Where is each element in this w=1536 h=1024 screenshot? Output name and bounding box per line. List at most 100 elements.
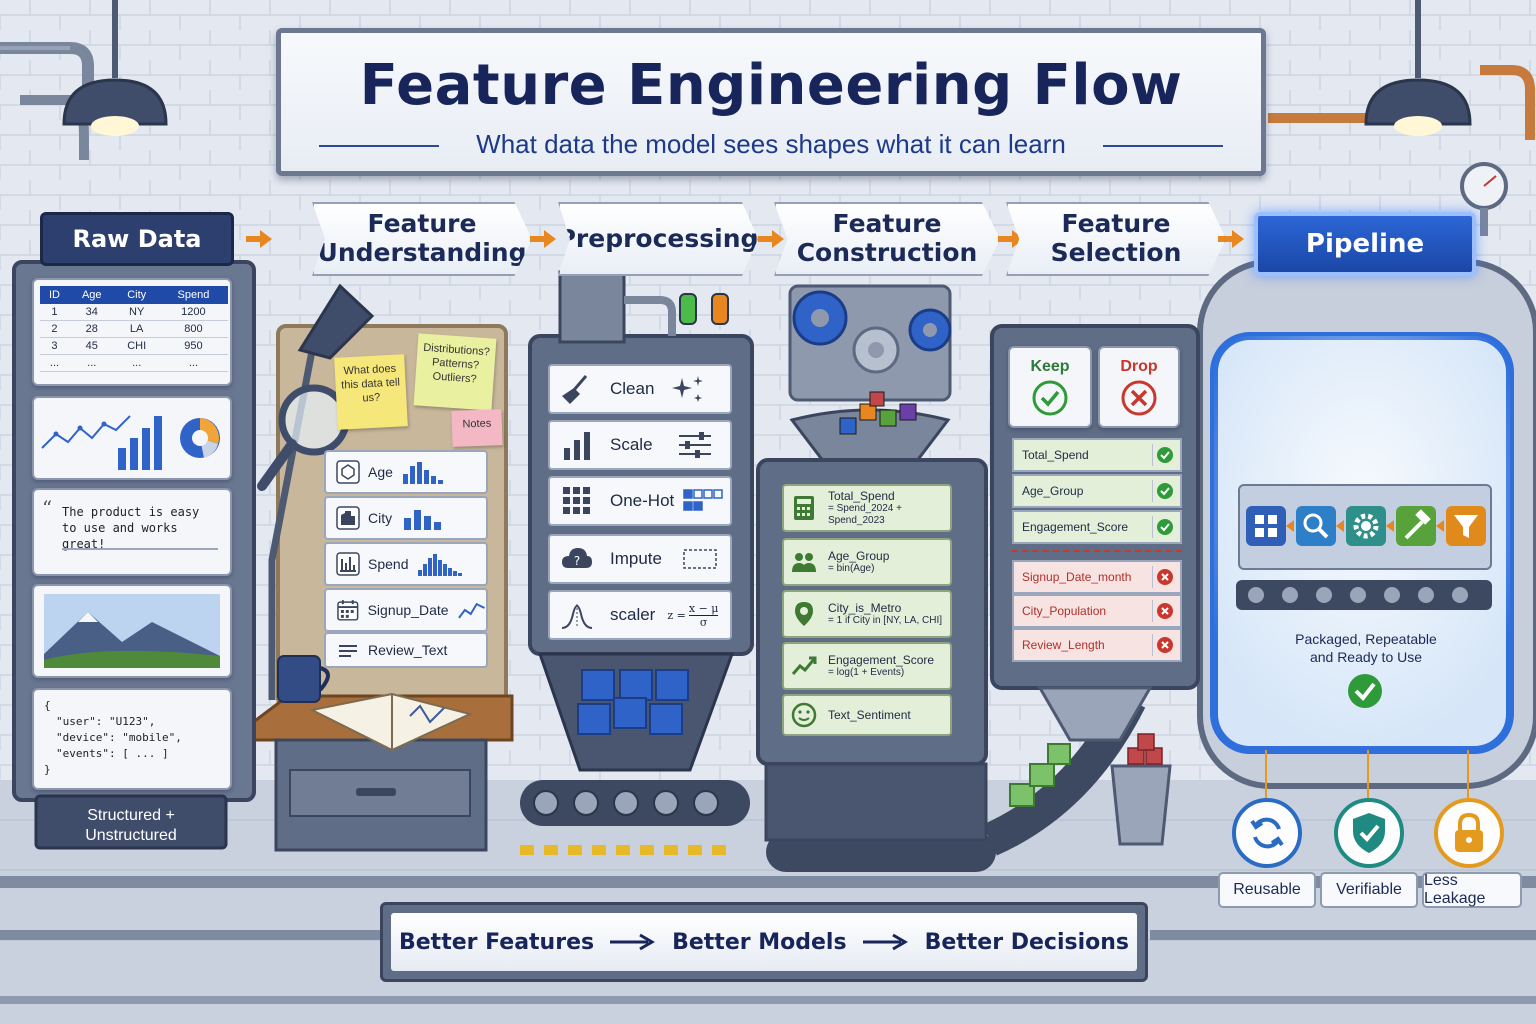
x-circle-icon: [1121, 380, 1157, 416]
feature-label: Review_Text: [368, 642, 448, 658]
feature-name: Age_Group: [1022, 484, 1084, 498]
smiley-icon: [791, 702, 817, 728]
prep-step-label: scaler: [610, 605, 656, 624]
feature-name: Engagement_Score: [828, 652, 935, 667]
table-cell: ...: [68, 354, 115, 372]
table-header: Age: [68, 286, 115, 304]
trend-line-icon: [457, 602, 485, 619]
stage-label-line2: Understanding: [317, 238, 527, 267]
raw-json-card: { "user": "U123", "device": "mobile", "e…: [32, 688, 232, 790]
table-cell: CHI: [114, 337, 159, 355]
bar-chart-icon: [564, 432, 590, 460]
grid-icon: [1246, 506, 1286, 546]
check-circle-icon: [1032, 380, 1068, 416]
feature-formula: = log(1 + Events): [828, 667, 905, 679]
formula-numerator: x − μ: [688, 601, 719, 616]
table-cell: LA: [114, 320, 159, 338]
constructed-feature-text-sentiment: Text_Sentiment: [782, 694, 952, 736]
constructed-feature-engagement-score: Engagement_Score= log(1 + Events): [782, 642, 952, 690]
stage-label-line2: Selection: [1050, 238, 1182, 267]
feature-name: Text_Sentiment: [828, 707, 911, 722]
hammer-icon: [1396, 506, 1436, 546]
feature-name: Total_Spend: [828, 488, 895, 503]
stage-pipeline-plate: Pipeline: [1254, 212, 1476, 276]
histogram-icon: [418, 554, 463, 576]
feature-row-signup-date: Signup_Date: [324, 588, 488, 632]
shield-check-icon: [1353, 813, 1385, 853]
stage-arrow-icon: [246, 230, 272, 248]
stage-label-line1: Feature: [832, 209, 942, 239]
feature-row-spend: Spend: [324, 542, 488, 586]
text-underline: [62, 548, 218, 550]
table-cell: 2: [40, 320, 69, 338]
raw-footer-line2: Unstructured: [85, 827, 177, 844]
title-rule-right: [1103, 145, 1223, 147]
table-cell: NY: [114, 304, 159, 321]
search-icon: [1296, 506, 1336, 546]
table-header: ID: [40, 286, 69, 304]
x-icon: [1157, 603, 1173, 619]
feature-row-review-text: Review_Text: [324, 632, 488, 668]
quote-icon: “: [42, 496, 53, 520]
table-cell: ...: [158, 354, 228, 372]
table-cell: 800: [158, 320, 228, 338]
prep-step-label: One-Hot: [610, 491, 675, 510]
chart-thumbnail-icon: [41, 415, 220, 470]
sticky-note: Distributions? Patterns? Outliers?: [413, 333, 497, 411]
mountain-image-icon: [44, 594, 220, 668]
lock-icon: [1455, 812, 1483, 852]
stage-arrow-icon: [998, 230, 1024, 248]
footer-banner: Better Features Better Models Better Dec…: [380, 902, 1148, 982]
raw-charts-card: [32, 396, 232, 480]
z-score-formula: z = x − μ σ: [667, 601, 719, 629]
sticky-note: Notes: [451, 409, 503, 447]
sparkle-icon: [672, 376, 704, 402]
dropped-feature-row: Review_Length: [1012, 628, 1182, 662]
footer-item: Better Decisions: [924, 929, 1129, 955]
table-cell: 1: [40, 304, 69, 321]
grid-icon: [563, 487, 590, 514]
feature-label: Age: [368, 464, 393, 480]
prep-step-scale: Scale: [548, 420, 732, 470]
feature-formula: = bin(Age): [828, 563, 875, 575]
json-line: "user": "U123",: [56, 714, 156, 728]
table-header: Spend: [158, 286, 228, 304]
title-board: Feature Engineering Flow What data the m…: [276, 28, 1266, 176]
table-cell: 45: [68, 337, 115, 355]
feature-row-age: Age: [324, 450, 488, 494]
formula-denominator: σ: [699, 615, 708, 629]
histogram-icon: [402, 462, 443, 484]
pipeline-steps: [1246, 506, 1486, 546]
stage-arrow-icon: [1218, 230, 1244, 248]
table-header: City: [114, 286, 159, 304]
footer-item: Better Features: [398, 929, 595, 955]
table-cell: 34: [68, 304, 115, 321]
table-cell: 1200: [158, 304, 228, 321]
pipeline-caption-line1: Packaged, Repeatable: [1295, 631, 1437, 647]
building-icon: [336, 506, 360, 530]
drop-label: Drop: [1120, 358, 1158, 375]
trend-up-icon: [791, 656, 817, 675]
raw-text-sample: The product is easy to use and works gre…: [62, 505, 200, 552]
columns-icon: [336, 552, 360, 576]
refresh-icon: [1250, 817, 1284, 849]
feature-name: Age_Group: [828, 548, 890, 563]
raw-text-card: “ The product is easy to use and works g…: [32, 488, 232, 576]
feature-name: City_Population: [1022, 604, 1107, 618]
table-cell: 3: [40, 337, 69, 355]
table-cell: 950: [158, 337, 228, 355]
raw-image-card: [32, 584, 232, 678]
one-hot-grid-icon: [683, 489, 723, 511]
x-icon: [1157, 569, 1173, 585]
raw-data-footer: Structured + Unstructured: [40, 806, 222, 846]
arrow-right-icon: [610, 933, 656, 951]
json-line: "events": [ ... ]: [56, 746, 169, 760]
selected-feature-row: Age_Group: [1012, 474, 1182, 508]
arrow-right-icon: [862, 933, 908, 951]
